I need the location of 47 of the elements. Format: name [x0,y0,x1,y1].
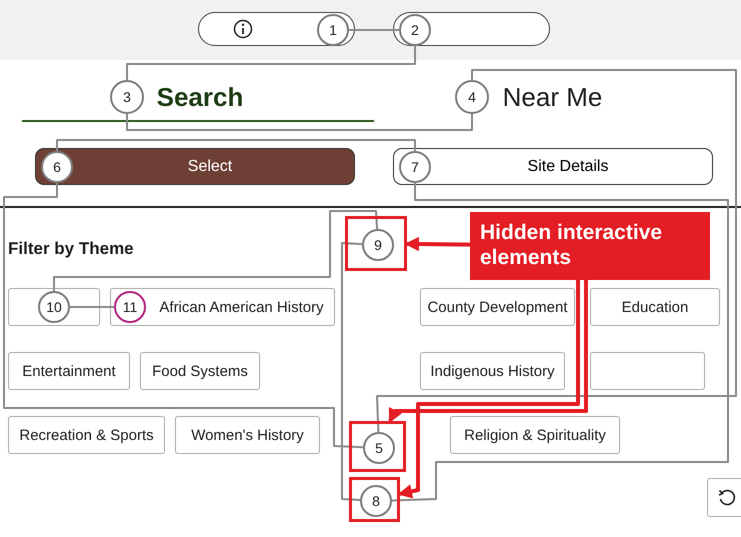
highlight-frame [349,477,400,522]
filter-button: Religion & Spirituality [450,416,620,454]
focus-order-marker: 10 [38,291,70,323]
filter-button: 11 African American History [110,288,335,326]
toolbar-button [393,12,550,46]
focus-order-line [376,69,737,432]
focus-order-marker: 7 [399,151,431,183]
toolbar-button [198,12,355,46]
arrow [398,278,580,498]
filter-button: Food Systems [140,352,260,390]
focus-order-line [126,114,473,131]
focus-order-marker: 3 [110,80,144,114]
tab-label: Search [156,80,244,114]
action-button: 6 Select [35,148,355,185]
action-button: 7 Site Details [393,148,713,185]
focus-order-line [70,306,114,308]
focus-order-marker: 5 [363,432,395,464]
highlight-frame [349,421,406,472]
focus-order-line [392,183,729,502]
tab-label: Near Me [502,80,604,114]
focus-order-line [56,139,416,151]
focus-order-marker: 6 [41,151,73,183]
filter-button [590,352,705,390]
focus-order-line [126,46,416,80]
filter-button: Entertainment [8,352,130,390]
filter-button: Indigenous History [420,352,565,390]
filter-button: Education [590,288,720,326]
focus-order-marker: 11 [114,291,146,323]
highlight-frame [345,216,407,271]
filter-button: County Development [420,288,575,326]
reset-button [707,478,741,517]
focus-order-marker: 4 [455,80,489,114]
focus-order-marker: 9 [362,229,394,261]
callout-box: Hidden interactive elements [470,212,710,280]
focus-order-marker: 2 [399,14,431,46]
filter-button: Women's History [175,416,320,454]
focus-order-line [349,29,399,31]
section-heading: Filter by Theme [8,238,135,260]
focus-order-line [341,242,362,502]
arrow [388,278,588,424]
focus-order-marker: 1 [317,14,349,46]
filter-button: Recreation & Sports [8,416,165,454]
focus-order-line [3,183,364,448]
filter-button [8,288,100,326]
focus-order-line [53,210,378,291]
focus-order-marker: 8 [360,485,392,517]
arrow [404,236,470,252]
